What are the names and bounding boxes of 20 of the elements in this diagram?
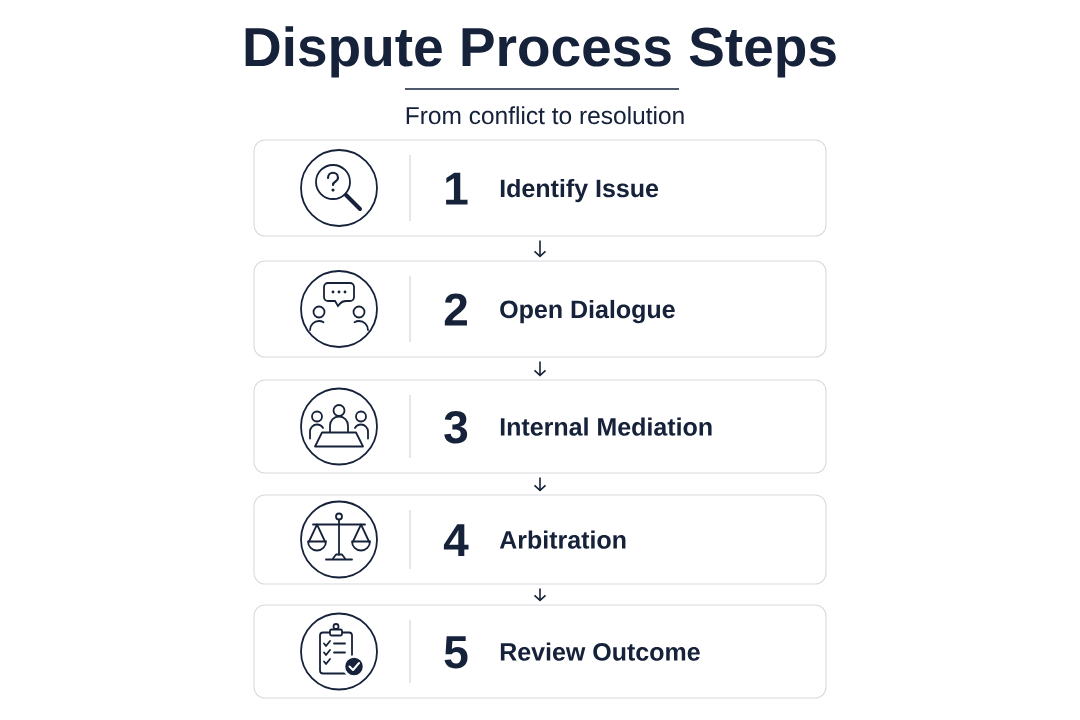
step-card (253, 139, 827, 237)
step-title: Open Dialogue (500, 299, 675, 324)
step-number: 2 (444, 293, 467, 326)
step-title: Identify Issue (500, 178, 659, 203)
step-card (253, 379, 827, 474)
step-number: 5 (444, 636, 468, 669)
arrow (533, 360, 547, 377)
step-card (253, 604, 827, 699)
step-title: Arbitration (499, 530, 626, 549)
arrow (533, 239, 547, 258)
step-card (253, 494, 827, 585)
arrow (533, 587, 547, 602)
step-number: 4 (443, 524, 469, 556)
step-card (253, 260, 827, 358)
step-title: Review Outcome (500, 642, 700, 661)
title: Dispute Process Steps (245, 26, 836, 78)
arrow (533, 476, 547, 492)
step-title: Internal Mediation (500, 417, 712, 436)
step-number: 1 (446, 172, 468, 205)
step-number: 3 (444, 410, 468, 444)
